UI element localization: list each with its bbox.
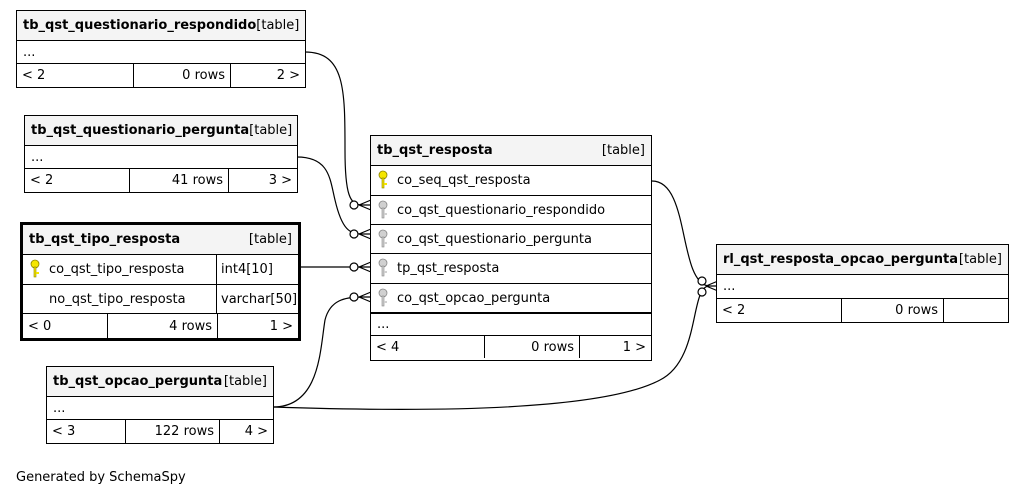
column-type: varchar[50]	[216, 285, 298, 313]
column-row: co_qst_opcao_pergunta	[371, 284, 651, 314]
footer-row: < 2 0 rows 2 >	[17, 64, 305, 87]
parents-link[interactable]: < 2	[17, 64, 134, 87]
ellipsis: ...	[31, 149, 44, 165]
ellipsis: ...	[377, 317, 390, 332]
edge-end-circle	[349, 200, 359, 210]
crowfoot-icon	[358, 291, 372, 303]
column-name: co_qst_tipo_resposta	[49, 262, 185, 277]
children-link[interactable]: 4 >	[244, 424, 268, 439]
edge-end-circle	[349, 262, 359, 272]
ellipsis: ...	[53, 400, 66, 416]
table-resposta-opcao-pergunta[interactable]: rl_qst_resposta_opcao_pergunta [table] .…	[716, 244, 1009, 323]
table-kind: [table]	[601, 143, 645, 158]
table-kind: [table]	[223, 374, 267, 389]
column-row: co_qst_questionario_pergunta	[371, 225, 651, 254]
column-row: co_seq_qst_resposta	[371, 166, 651, 196]
foreign-key-icon	[378, 258, 388, 277]
parents-link[interactable]: < 0	[23, 314, 108, 338]
table-questionario-pergunta[interactable]: tb_qst_questionario_pergunta [table] ...…	[24, 115, 298, 193]
column-name: co_qst_questionario_pergunta	[397, 231, 592, 247]
parents-link[interactable]: < 2	[717, 299, 842, 322]
parents-link[interactable]: < 3	[47, 420, 126, 443]
row-count: 4 rows	[108, 314, 218, 338]
column-name: co_seq_qst_resposta	[397, 173, 531, 188]
row-count: 122 rows	[126, 420, 220, 443]
children-link[interactable]: 1 >	[622, 339, 646, 355]
row-count: 0 rows	[134, 64, 231, 87]
footer-row: < 3 122 rows 4 >	[47, 420, 273, 443]
table-header: rl_qst_resposta_opcao_pergunta [table]	[717, 245, 1008, 275]
crowfoot-icon	[358, 228, 372, 240]
crowfoot-icon	[358, 199, 372, 211]
children-link[interactable]: 3 >	[268, 173, 292, 188]
edge-opcao-to-relopcao	[272, 285, 709, 411]
ellipsis-row: ...	[25, 146, 297, 169]
column-name: tp_qst_resposta	[397, 261, 500, 276]
column-row: no_qst_tipo_resposta varchar[50]	[23, 285, 298, 314]
crowfoot-icon	[358, 261, 372, 273]
table-header: tb_qst_opcao_pergunta [table]	[47, 367, 273, 397]
column-name: no_qst_tipo_resposta	[49, 291, 186, 307]
children-link[interactable]: 1 >	[269, 318, 293, 334]
footer-row: < 2 41 rows 3 >	[25, 169, 297, 192]
ellipsis: ...	[723, 279, 736, 294]
footer-row: < 2 0 rows	[717, 299, 1008, 322]
edge-end-circle	[349, 292, 359, 302]
parents-link[interactable]: < 2	[25, 169, 130, 192]
table-name: tb_qst_questionario_pergunta	[31, 123, 250, 138]
foreign-key-icon	[378, 288, 388, 307]
table-name: tb_qst_questionario_respondido	[23, 18, 257, 33]
ellipsis-row: ...	[17, 41, 305, 64]
table-kind: [table]	[256, 18, 300, 33]
edge-respondido-to-resposta	[304, 51, 363, 206]
children-link[interactable]: 2 >	[276, 68, 300, 83]
edge-end-circle	[349, 229, 359, 239]
parents-link[interactable]: < 4	[371, 336, 485, 358]
table-name: rl_qst_resposta_opcao_pergunta	[723, 252, 959, 267]
edge-pergunta-to-resposta	[296, 156, 363, 235]
footer-row: < 0 4 rows 1 >	[23, 314, 298, 338]
table-header: tb_qst_tipo_resposta [table]	[23, 225, 298, 255]
edge-opcao-to-resposta	[272, 296, 363, 408]
column-name: co_qst_opcao_pergunta	[397, 290, 551, 306]
table-name: tb_qst_resposta	[377, 143, 493, 158]
footer-row: < 4 0 rows 1 >	[371, 336, 651, 358]
table-resposta[interactable]: tb_qst_resposta [table] co_seq_qst_respo…	[370, 135, 652, 361]
table-kind: [table]	[248, 232, 292, 247]
table-kind: [table]	[249, 123, 293, 138]
edge-end-circle	[697, 287, 707, 297]
column-row: co_qst_questionario_respondido	[371, 196, 651, 225]
table-header: tb_qst_questionario_respondido [table]	[17, 11, 305, 41]
primary-key-icon	[30, 259, 40, 278]
table-name: tb_qst_opcao_pergunta	[53, 374, 223, 389]
table-kind: [table]	[958, 252, 1002, 267]
table-header: tb_qst_resposta [table]	[371, 136, 651, 166]
table-opcao-pergunta[interactable]: tb_qst_opcao_pergunta [table] ... < 3 12…	[46, 366, 274, 444]
children-link[interactable]	[944, 299, 1008, 322]
column-name: co_qst_questionario_respondido	[397, 202, 606, 218]
row-count: 41 rows	[130, 169, 229, 192]
primary-key-icon	[378, 170, 388, 189]
column-row: co_qst_tipo_resposta int4[10]	[23, 255, 298, 285]
table-tipo-resposta[interactable]: tb_qst_tipo_resposta [table] co_qst_tipo…	[20, 222, 301, 341]
ellipsis-row: ...	[371, 314, 651, 336]
table-header: tb_qst_questionario_pergunta [table]	[25, 116, 297, 146]
row-count: 0 rows	[485, 336, 580, 358]
column-row: tp_qst_resposta	[371, 254, 651, 284]
foreign-key-icon	[378, 229, 388, 248]
column-type: int4[10]	[216, 255, 298, 284]
row-count: 0 rows	[842, 299, 944, 322]
edge-end-circle	[697, 276, 707, 286]
generator-credit: Generated by SchemaSpy	[16, 470, 186, 485]
edge-resposta-to-relopcao	[651, 180, 709, 287]
ellipsis-row: ...	[717, 275, 1008, 299]
table-name: tb_qst_tipo_resposta	[29, 232, 181, 247]
foreign-key-icon	[378, 200, 388, 219]
ellipsis: ...	[23, 44, 36, 60]
table-questionario-respondido[interactable]: tb_qst_questionario_respondido [table] .…	[16, 10, 306, 88]
ellipsis-row: ...	[47, 397, 273, 420]
